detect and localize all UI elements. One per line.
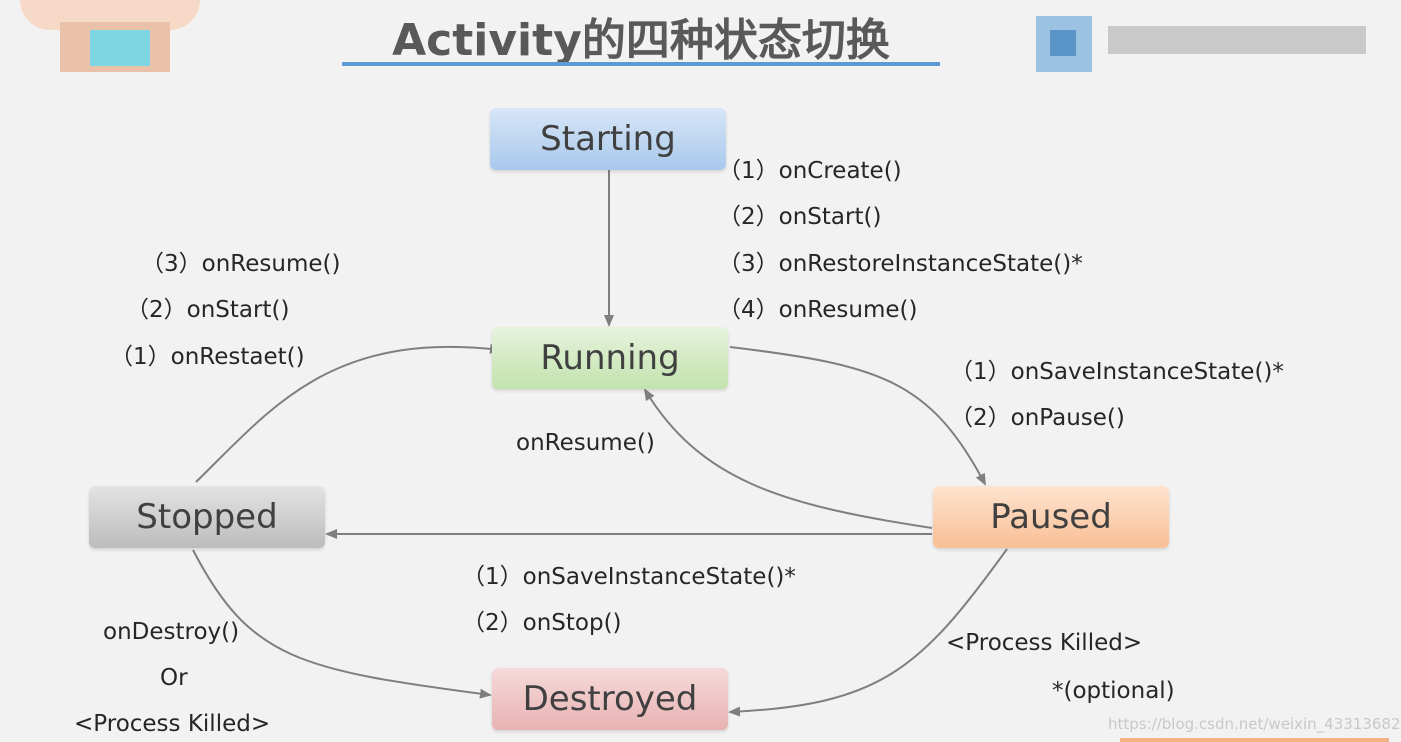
label-oncreate: （1）onCreate() (718, 158, 902, 184)
edge-paused-running (643, 388, 933, 529)
edge-stopped-destroyed (192, 549, 492, 699)
watermark: https://blog.csdn.net/weixin_43313682 (1108, 715, 1401, 733)
label-ondestroy: onDestroy() (103, 619, 240, 645)
edge-stopped-running (195, 343, 502, 483)
label-onstart-restart: （2）onStart() (126, 297, 290, 323)
label-process-killed-paused: <Process Killed> (946, 630, 1143, 656)
label-onrestoreinstancestate: （3）onRestoreInstanceState()* (718, 251, 1083, 277)
label-onstop: （2）onStop() (462, 610, 622, 636)
label-onresume-start: （4）onResume() (718, 297, 918, 323)
blurred-logo-right (1036, 12, 1376, 72)
label-onresume-paused: onResume() (516, 430, 655, 456)
node-paused: Paused (933, 486, 1169, 548)
blurred-logo-left (0, 0, 230, 80)
title-underline (342, 62, 940, 66)
label-onpause: （2）onPause() (950, 405, 1125, 431)
node-destroyed: Destroyed (492, 668, 728, 730)
label-process-killed-stopped: <Process Killed> (74, 711, 271, 737)
label-onsaveinstancestate-stop: （1）onSaveInstanceState()* (462, 564, 796, 590)
label-onstart: （2）onStart() (718, 204, 882, 230)
label-optional: *(optional) (1052, 678, 1175, 704)
label-onresume-restart: （3）onResume() (141, 251, 341, 277)
label-onsaveinstancestate-pause: （1）onSaveInstanceState()* (950, 359, 1284, 385)
edge-paused-destroyed (728, 548, 1008, 717)
node-running: Running (492, 327, 728, 389)
label-onrestart: （1）onRestaet() (110, 344, 305, 370)
bottom-accent-bar (1120, 738, 1389, 742)
node-stopped: Stopped (89, 486, 325, 548)
node-starting: Starting (490, 108, 726, 170)
page-title: Activity的四种状态切换 (392, 15, 890, 66)
edge-running-paused (729, 346, 986, 486)
label-or: Or (160, 665, 188, 691)
